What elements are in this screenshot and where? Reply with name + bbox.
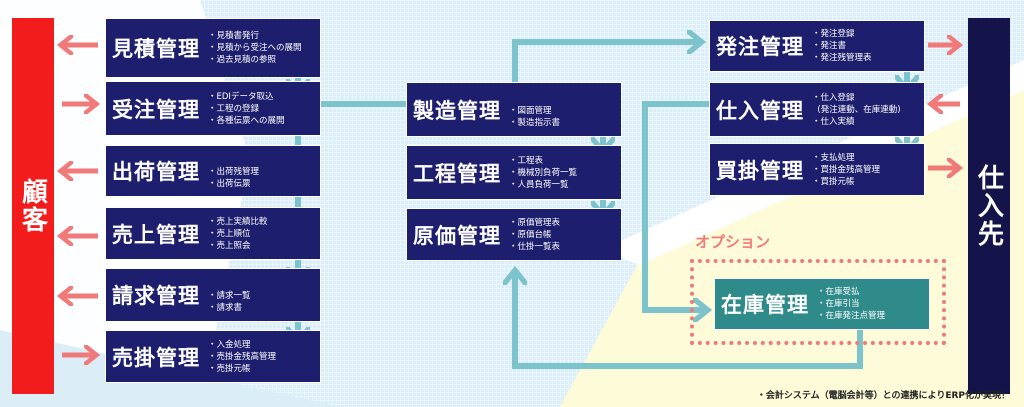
footer-note: ・会計システム（電脳会計等）との連携によりERP化が実現！ [756,391,1010,401]
module-process: 工程管理工程表機械別負荷一覧人員負荷一覧 [406,145,622,200]
module-purchasing: 仕入管理仕入登録(発注連動、在庫連動)仕入実績 [709,82,925,137]
customer-bar: 顧客 [12,18,54,394]
feature-item: 仕掛一覧表 [509,241,561,253]
feature-item: 買掛元帳 [812,176,880,188]
module-title: 製造管理 [413,98,501,123]
feature-item: 仕入実績 [812,116,901,128]
module-title: 在庫管理 [721,293,809,317]
feature-item: 出荷残管理 [208,166,260,178]
module-order: 受注管理 EDIデータ取込工程の登録各種伝票への展開 [105,81,321,136]
feature-item: 発注書 [812,40,872,52]
feature-item: (発注連動、在庫連動) [817,104,901,115]
feature-item: 入金処理 [208,339,276,351]
feature-item: 在庫受払 [817,286,885,298]
supplier-bar: 仕入先 [968,18,1010,394]
feature-item: 工程表 [509,155,577,167]
feature-item: 過去見積の参照 [208,54,302,66]
supplier-label: 仕入先 [973,164,1004,248]
feature-item: 仕入登録 [812,92,901,104]
feature-item: 売上実績比較 [208,216,268,228]
module-purchase-order: 発注管理発注登録発注書発注残管理表 [709,20,925,72]
module-payables: 買掛管理支払処理買掛金残高管理買掛元帳 [709,143,925,196]
feature-item: 工程の登録 [208,103,285,115]
module-title: 原価管理 [413,223,501,248]
feature-item: 在庫発注点管理 [817,310,886,322]
feature-item: 各種伝票への展開 [208,115,285,127]
feature-item: 出荷伝票 [208,178,259,190]
module-title: 仕入管理 [716,98,804,123]
module-manufacturing: 製造管理図面管理製造指示書 [406,82,622,137]
feature-item: 見積書発行 [208,30,302,42]
module-title: 出荷管理 [112,160,200,184]
module-receivables: 売掛管理入金処理売掛金残高管理売掛元帳 [105,330,321,383]
feature-item: 請求一覧 [208,290,251,302]
feature-item: 製造指示書 [509,117,561,129]
feature-item: 売掛金残高管理 [208,351,277,363]
feature-item: EDIデータ取込 [208,91,285,103]
module-sales: 売上管理売上実績比較売上順位売上照会 [105,207,321,260]
customer-label: 顧客 [17,178,48,234]
module-title: 売掛管理 [112,345,200,370]
feature-item: 支払処理 [812,152,880,164]
module-title: 売上管理 [112,222,200,247]
option-frame [690,259,946,345]
feature-item: 在庫引当 [817,298,885,310]
feature-item: 人員負荷一覧 [509,179,577,191]
feature-item: 請求書 [208,302,251,314]
module-title: 発注管理 [716,35,804,59]
feature-item: 売掛元帳 [208,363,276,375]
module-costing: 原価管理原価管理表原価台帳仕掛一覧表 [406,208,622,261]
module-inventory: 在庫管理在庫受払在庫引当在庫発注点管理 [714,278,930,330]
module-title: 買掛管理 [716,158,804,183]
feature-item: 原価台帳 [509,229,560,241]
module-title: 請求管理 [112,284,200,308]
feature-item: 機械別負荷一覧 [509,167,578,179]
module-billing: 請求管理請求一覧請求書 [105,268,321,322]
module-shipping: 出荷管理出荷残管理出荷伝票 [105,145,321,197]
feature-item: 発注残管理表 [812,52,872,64]
option-label: オプション [695,233,771,251]
module-title: 受注管理 [112,97,200,122]
module-title: 工程管理 [413,161,501,186]
feature-item: 買掛金残高管理 [812,164,881,176]
feature-item: 原価管理表 [509,217,561,229]
module-quotation: 見積管理見積書発行見積から受注への展開過去見積の参照 [105,18,321,78]
feature-item: 見積から受注への展開 [208,42,302,54]
feature-item: 発注登録 [812,28,872,40]
module-title: 見積管理 [112,37,200,61]
feature-item: 図面管理 [509,105,560,117]
feature-item: 売上順位 [208,228,268,240]
feature-item: 売上照会 [208,240,268,252]
